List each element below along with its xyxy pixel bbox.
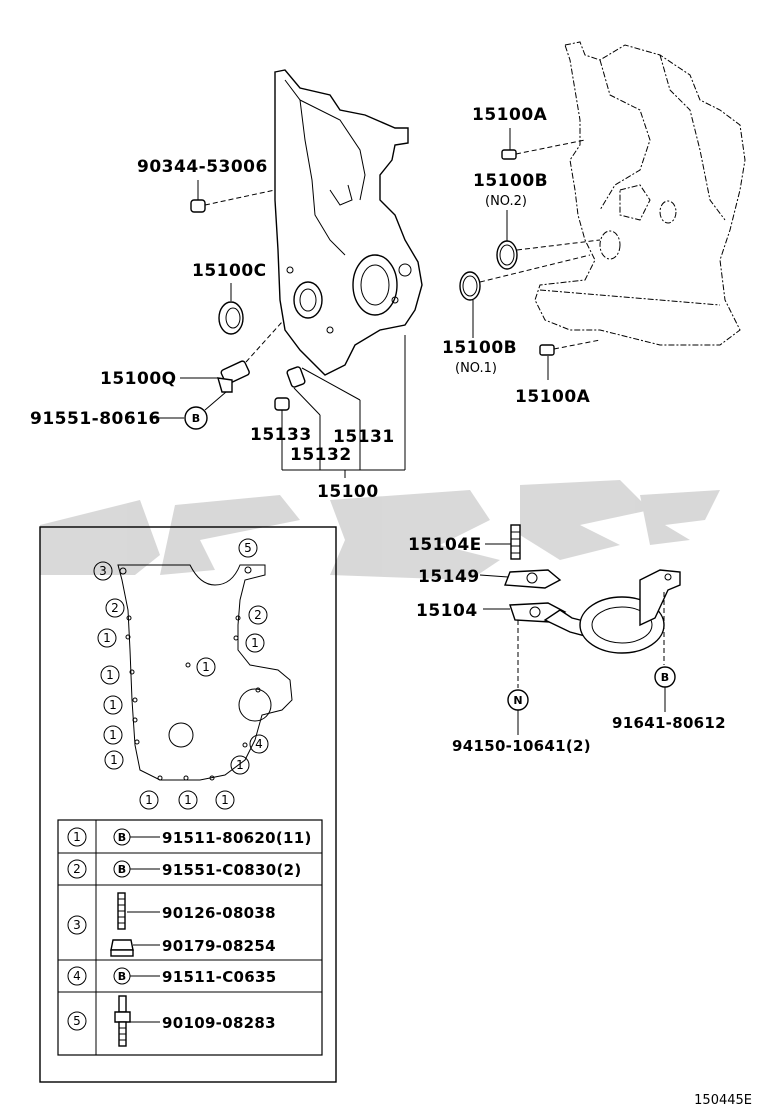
o-ring-15100B-no1	[459, 254, 591, 338]
stud-15104E	[485, 524, 521, 560]
legend-key-3: 3	[73, 918, 81, 932]
o-ring-15100B-no2	[496, 210, 601, 270]
legend-part-3a: 90126-08038	[162, 904, 276, 922]
nut-symbol-n-text: N	[513, 694, 522, 707]
marker-5: 5	[244, 541, 252, 555]
marker-1k: 1	[221, 793, 229, 807]
stud-bolt-icon	[117, 892, 126, 930]
marker-1e: 1	[109, 698, 117, 712]
marker-2a: 2	[111, 601, 119, 615]
nut-icon	[110, 939, 134, 957]
legend-sym-2: B	[118, 863, 126, 876]
label-94150: 94150-10641(2)	[452, 737, 591, 755]
sensor-15100Q	[180, 321, 283, 411]
legend-part-4: 91511-C0635	[162, 968, 276, 986]
note-15100B-top: (NO.2)	[485, 194, 527, 209]
legend-key-2: 2	[73, 862, 81, 876]
label-15100C: 15100C	[192, 261, 267, 281]
label-15100: 15100	[317, 482, 379, 502]
bolt-symbol-b-text: B	[192, 412, 200, 425]
watermark-logo	[40, 480, 720, 580]
plug-90344	[190, 180, 276, 213]
parts-15131-15133	[274, 335, 406, 478]
timing-chain-cover	[274, 69, 423, 376]
marker-1h: 1	[236, 758, 244, 772]
gasket-15149	[479, 569, 562, 589]
figure-code: 150445E	[694, 1093, 752, 1108]
legend-key-1: 1	[73, 830, 81, 844]
marker-1g: 1	[110, 753, 118, 767]
legend-sym-4: B	[118, 970, 126, 983]
label-15100B-bot: 15100B	[442, 338, 517, 358]
marker-1i: 1	[145, 793, 153, 807]
label-91641: 91641-80612	[612, 714, 726, 732]
label-15132: 15132	[290, 445, 352, 465]
label-15100A-top: 15100A	[472, 105, 548, 125]
marker-1f: 1	[109, 728, 117, 742]
note-15100B-bot: (NO.1)	[455, 361, 497, 376]
label-15100B-top: 15100B	[473, 171, 548, 191]
marker-1b: 1	[251, 636, 259, 650]
legend-part-2: 91551-C0830(2)	[162, 861, 302, 879]
label-15100Q: 15100Q	[100, 369, 177, 389]
legend-key-4: 4	[73, 969, 81, 983]
dowel-pin-15100A-top	[501, 128, 586, 160]
bolt-symbol-b-2-text: B	[661, 671, 669, 684]
label-91551-80616: 91551-80616	[30, 409, 161, 429]
location-markers: 3 5 2 2 1 1 1 1 1 1 4 1 1 1 1 1	[93, 538, 269, 810]
label-15100A-bot: 15100A	[515, 387, 591, 407]
label-90344: 90344-53006	[137, 157, 268, 177]
label-15149: 15149	[418, 567, 480, 587]
label-15104: 15104	[416, 601, 478, 621]
label-15133: 15133	[250, 425, 312, 445]
marker-1a: 1	[103, 631, 111, 645]
marker-1c: 1	[202, 660, 210, 674]
legend-key-5: 5	[73, 1014, 81, 1028]
marker-3: 3	[99, 564, 107, 578]
legend-part-3b: 90179-08254	[162, 937, 276, 955]
marker-1d: 1	[106, 668, 114, 682]
cover-bolt-outline	[117, 564, 293, 781]
legend-part-5: 90109-08283	[162, 1014, 276, 1032]
bolt-symbol-b	[184, 406, 208, 430]
bolt-layout-box	[39, 526, 337, 1083]
stud-icon	[114, 995, 131, 1047]
marker-2b: 2	[254, 608, 262, 622]
legend-sym-1: B	[118, 831, 126, 844]
label-15104E: 15104E	[408, 535, 482, 555]
oil-seal-15100C	[218, 283, 244, 335]
label-15131: 15131	[333, 427, 395, 447]
bolt-legend-table: 1 B 91511-80620(11) 2 B 91551-C0830(2) 3…	[57, 819, 323, 1056]
strainer-15104	[483, 569, 681, 688]
engine-block-outline	[534, 41, 746, 346]
dowel-pin-15100A-bot	[539, 339, 601, 380]
legend-part-1: 91511-80620(11)	[162, 829, 312, 847]
marker-1j: 1	[184, 793, 192, 807]
marker-4: 4	[255, 737, 263, 751]
